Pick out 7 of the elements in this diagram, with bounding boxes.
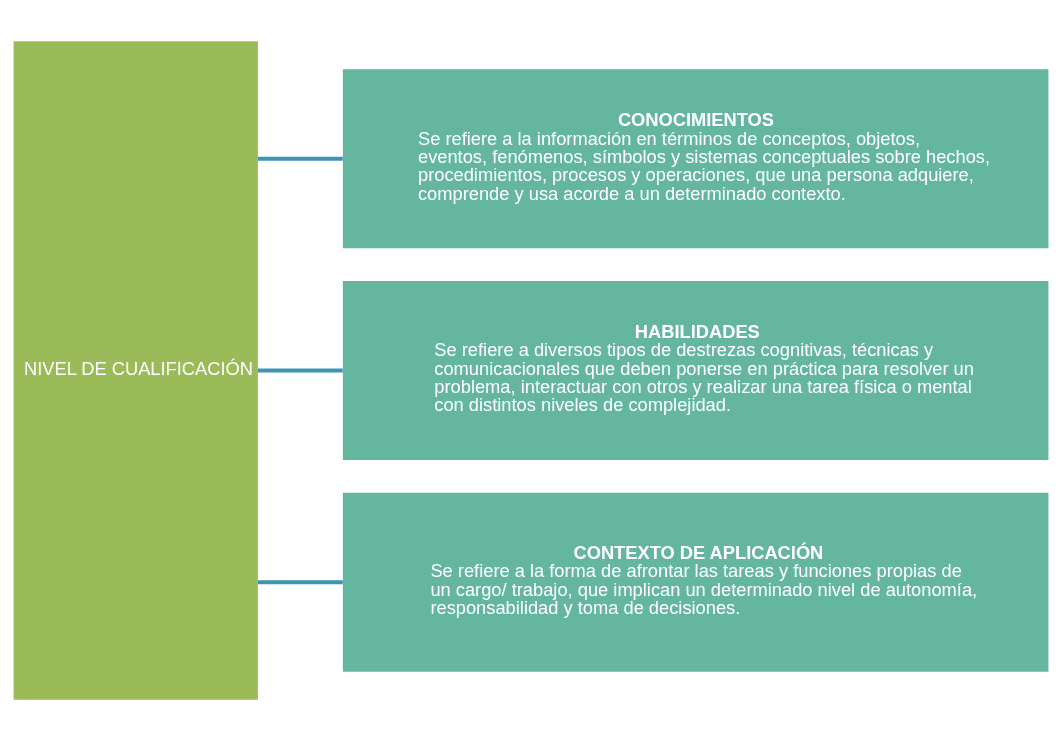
node-box: HABILIDADES Se refiere a diversos tipos de destrezas cognitivas, técnicas y comunicacionales que deben ponerse en práctica para resolver un problema, interactuar con otros y realizar una tarea física o mental con distintos niveles de complejidad.: [342, 280, 1049, 460]
connector: [257, 156, 343, 161]
node-box: CONOCIMIENTOS Se refiere a la información en términos de conceptos, objetos, eventos, fenómenos, símbolos y sistemas conceptuales sobre hechos, procedimientos, procesos y operaciones, que una persona adquiere, comprende y usa acorde a un determinado contexto.: [342, 68, 1049, 248]
connector: [257, 579, 343, 584]
node-box: CONTEXTO DE APLICACIÓN Se refiere a la forma de afrontar las tareas y funciones propias de un cargo/ trabajo, que implican un determinado nivel de autonomía, responsabilidad y toma de decisiones.: [342, 492, 1049, 672]
connector: [257, 368, 343, 372]
node-box: NIVEL DE CUALIFICACIÓN: [13, 40, 258, 700]
